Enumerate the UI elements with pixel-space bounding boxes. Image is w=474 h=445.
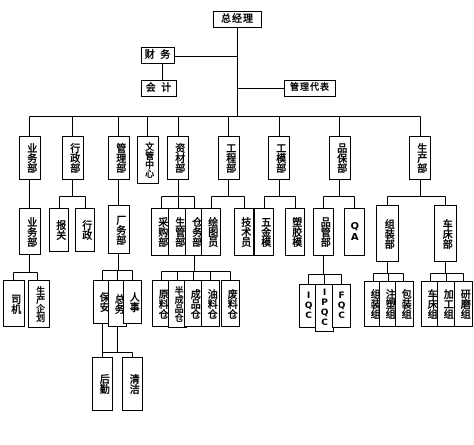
node-qa: QA xyxy=(344,208,365,256)
node-finance: 财 务 xyxy=(141,47,175,64)
node-logistics: 后勤 xyxy=(92,357,113,411)
node-oil-warehouse: 油料仓 xyxy=(201,280,220,327)
node-dept-mold: 工模部 xyxy=(268,136,290,180)
node-production-planning: 生产企划 xyxy=(28,280,50,328)
node-lathe-dept: 车床部 xyxy=(434,205,457,262)
node-dept-sales: 业务部 xyxy=(19,136,41,180)
node-dept-quality: 品保部 xyxy=(329,136,351,180)
node-scrap-warehouse: 废料仓 xyxy=(221,280,240,327)
node-packing-group: 包装组 xyxy=(395,281,414,327)
node-dept-document-center: 文管中心 xyxy=(137,136,159,184)
node-technician: 技术员 xyxy=(234,208,254,256)
node-customs: 报关 xyxy=(49,208,69,252)
node-dept-production: 生产部 xyxy=(409,136,431,180)
node-cleaning: 清洁 xyxy=(122,357,143,411)
node-fqc: FQC xyxy=(332,284,351,328)
node-quality-control: 品管部 xyxy=(313,208,334,256)
node-hardware-mold: 五金模 xyxy=(254,208,274,256)
node-dept-admin: 行政部 xyxy=(62,136,84,180)
node-administration: 行政 xyxy=(75,208,95,252)
node-general-manager: 总经理 xyxy=(213,11,262,28)
node-sales-dept: 业务部 xyxy=(19,208,41,255)
node-accountant: 会 计 xyxy=(141,80,177,97)
node-dept-engineering: 工程部 xyxy=(218,136,240,180)
node-human-resources: 人事 xyxy=(123,280,142,324)
node-driver: 司机 xyxy=(3,280,25,327)
node-factory-affairs: 厂务部 xyxy=(108,205,130,254)
node-grinding-group: 研磨组 xyxy=(454,281,473,327)
node-production-control: 生管部 xyxy=(168,208,188,256)
node-drafter: 绘图员 xyxy=(201,208,221,256)
node-dept-management: 管理部 xyxy=(108,136,130,180)
node-assembly-dept: 组装部 xyxy=(376,205,399,262)
node-dept-materials: 资材部 xyxy=(167,136,189,180)
node-management-representative: 管理代表 xyxy=(284,80,336,97)
node-plastic-mold: 塑胶模 xyxy=(285,208,305,256)
